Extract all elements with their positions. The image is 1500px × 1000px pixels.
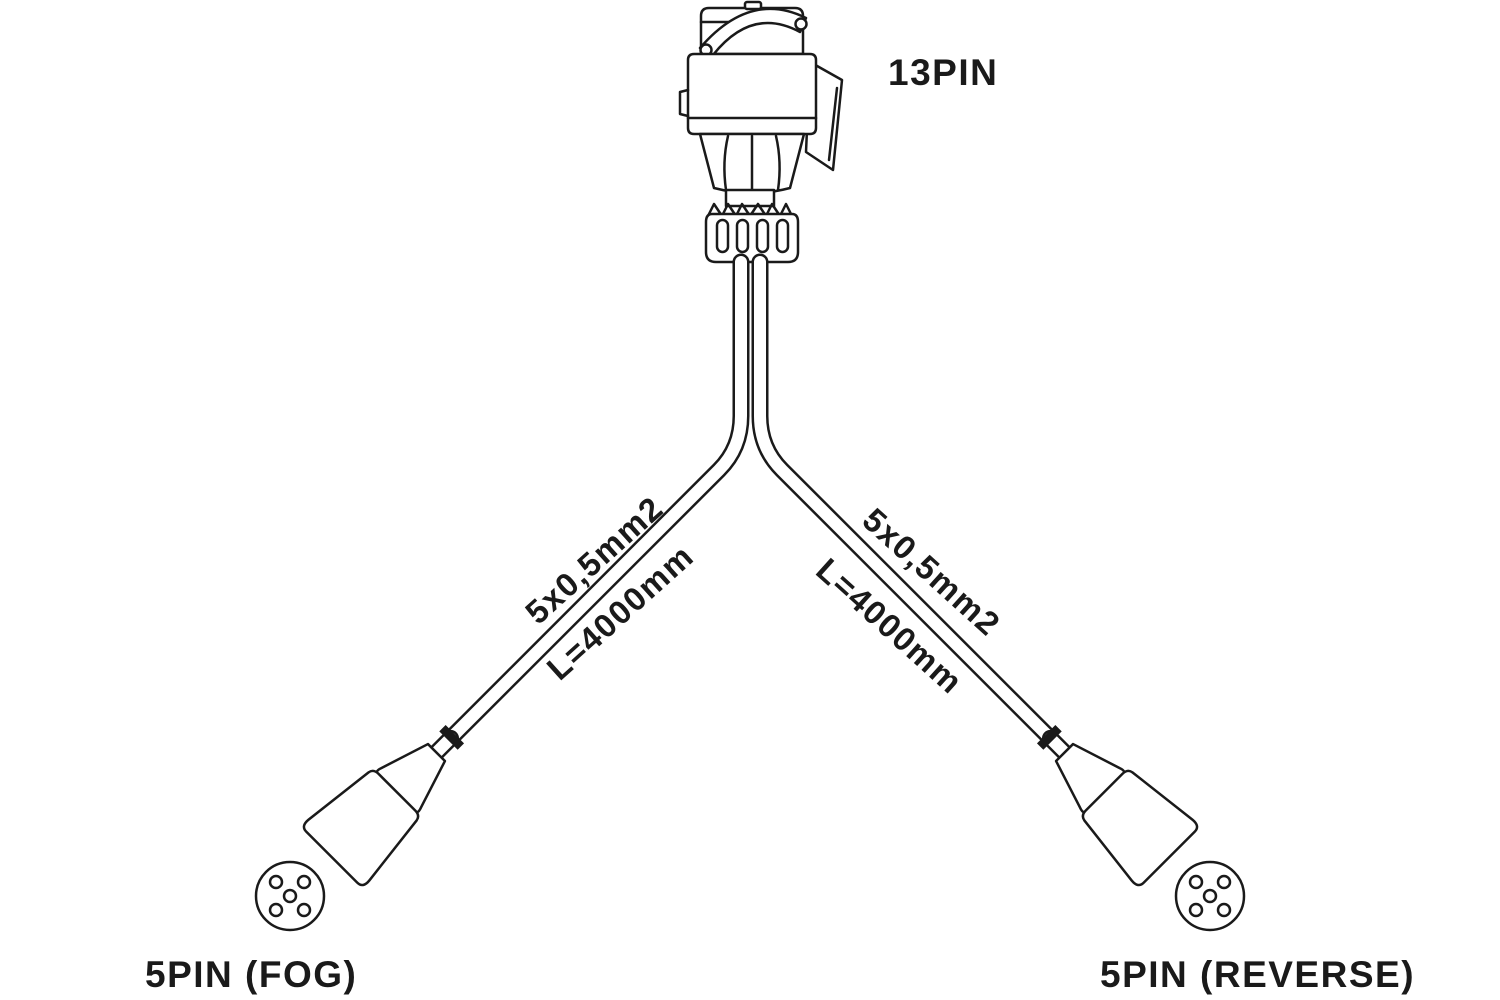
pin-hole bbox=[1216, 902, 1232, 918]
connector-5pin-reverse bbox=[1036, 724, 1199, 887]
pin-hole bbox=[282, 888, 298, 904]
pin-hole bbox=[268, 874, 284, 890]
connector-5pin-fog bbox=[302, 724, 465, 887]
gland-nut bbox=[704, 202, 800, 264]
pin-hole bbox=[296, 874, 312, 890]
pin-face-fog bbox=[254, 860, 326, 932]
pin-hole bbox=[1216, 874, 1232, 890]
pin-hole bbox=[1188, 874, 1204, 890]
cable-left bbox=[443, 253, 750, 746]
connector-body bbox=[1081, 769, 1199, 887]
pin-face-reverse bbox=[1174, 860, 1246, 932]
connector-13pin bbox=[678, 0, 844, 264]
pin-hole bbox=[268, 902, 284, 918]
plug-body bbox=[678, 52, 818, 136]
label-5pin-reverse: 5PIN (REVERSE) bbox=[1100, 954, 1415, 995]
pin-hole bbox=[1188, 902, 1204, 918]
pin-hole bbox=[296, 902, 312, 918]
label-13pin: 13PIN bbox=[888, 52, 998, 93]
label-5pin-fog: 5PIN (FOG) bbox=[145, 954, 357, 995]
connector-body bbox=[302, 769, 420, 887]
cable-tie bbox=[439, 724, 465, 750]
pin-hole bbox=[1202, 888, 1218, 904]
cable-right bbox=[751, 253, 1058, 746]
cable-tie bbox=[1036, 724, 1062, 750]
strain-relief bbox=[698, 132, 806, 208]
